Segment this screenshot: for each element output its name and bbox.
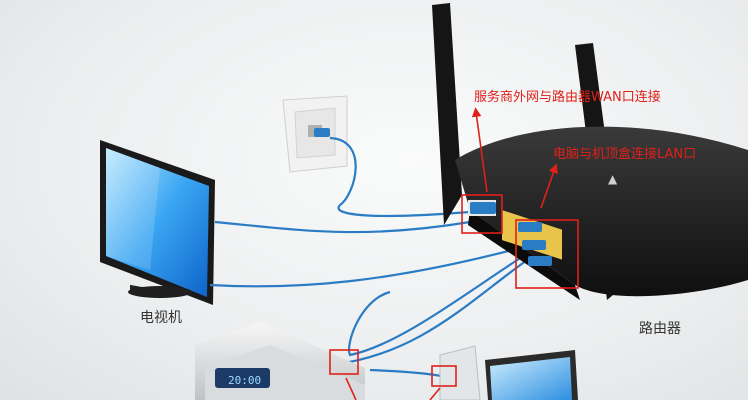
annotation-highlights [329, 194, 579, 387]
annotation-arrows [345, 107, 558, 400]
wan-annotation: 服务商外网与路由器WAN口连接 [474, 90, 661, 105]
pc-port-highlight [431, 365, 457, 387]
lan-annotation: 电脑与机顶盒连接LAN口 [553, 147, 697, 162]
tv-label: 电视机 [140, 310, 182, 326]
pc-icon [439, 345, 578, 400]
wan-arrow [471, 107, 488, 193]
settop-arrow [345, 377, 357, 400]
wan-port-highlight [461, 194, 503, 234]
settop-time-display: 20:00 [228, 374, 261, 387]
wall-outlet-icon [282, 95, 348, 173]
router-label: 路由器 [639, 321, 681, 337]
ethernet-cables [209, 136, 531, 380]
settop-port-highlight [329, 349, 359, 375]
svg-text:▲: ▲ [608, 172, 618, 186]
lan-port-highlight [515, 219, 579, 289]
tv-icon [100, 140, 215, 305]
lan-arrow [540, 163, 558, 209]
pc-arrow [429, 387, 441, 400]
set-top-box-icon [195, 322, 365, 400]
